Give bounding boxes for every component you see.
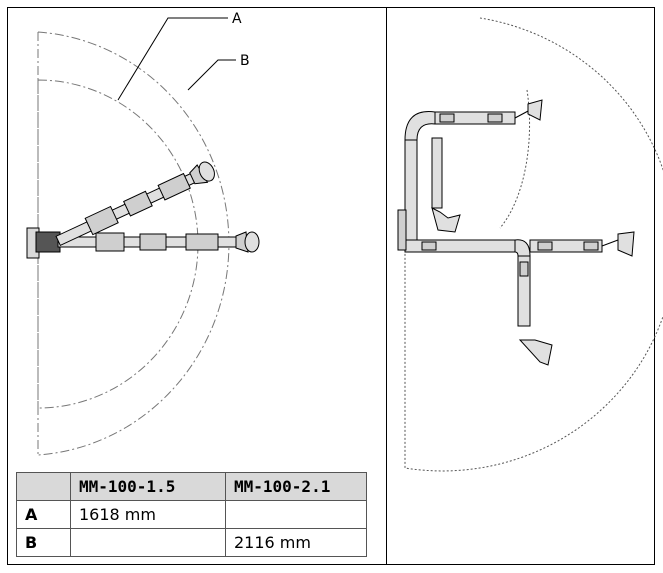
cell-b-mm-100-2-1: 2116 mm: [225, 528, 367, 557]
callout-b: B: [187, 53, 250, 91]
folded-arm-lower: [404, 231, 635, 366]
callout-a: A: [117, 11, 242, 101]
table-row: A 1618 mm: [16, 500, 367, 529]
reach-spec-table: MM-100-1.5 MM-100-2.1 A 1618 mm B 2116 m…: [16, 472, 367, 557]
cell-a-mm-100-2-1: [225, 500, 367, 529]
cell-a-mm-100-1-5: 1618 mm: [70, 500, 226, 529]
angled-arm: [55, 161, 215, 247]
table-row: B 2116 mm: [16, 528, 367, 557]
figure-frame: [7, 7, 655, 565]
inner-reach-arc-right: [499, 89, 531, 229]
cell-b-mm-100-1-5: [70, 528, 226, 557]
panel-divider: [386, 7, 387, 565]
straight-arm: [57, 231, 260, 253]
right-wall-mount: [397, 209, 407, 251]
table-header-mm-100-2-1: MM-100-2.1: [225, 472, 367, 501]
table-header-mm-100-1-5: MM-100-1.5: [70, 472, 226, 501]
callout-a-label: A: [232, 11, 242, 27]
table-header-row: MM-100-1.5 MM-100-2.1: [16, 472, 367, 501]
table-header-empty: [16, 472, 71, 501]
reach-arc-a: [37, 79, 199, 409]
callout-b-label: B: [240, 53, 250, 69]
row-label-b: B: [16, 528, 71, 557]
row-label-a: A: [16, 500, 71, 529]
folded-arm-upper: [404, 99, 543, 241]
reach-arc-right: [404, 17, 663, 472]
wall-mount: [26, 227, 61, 259]
